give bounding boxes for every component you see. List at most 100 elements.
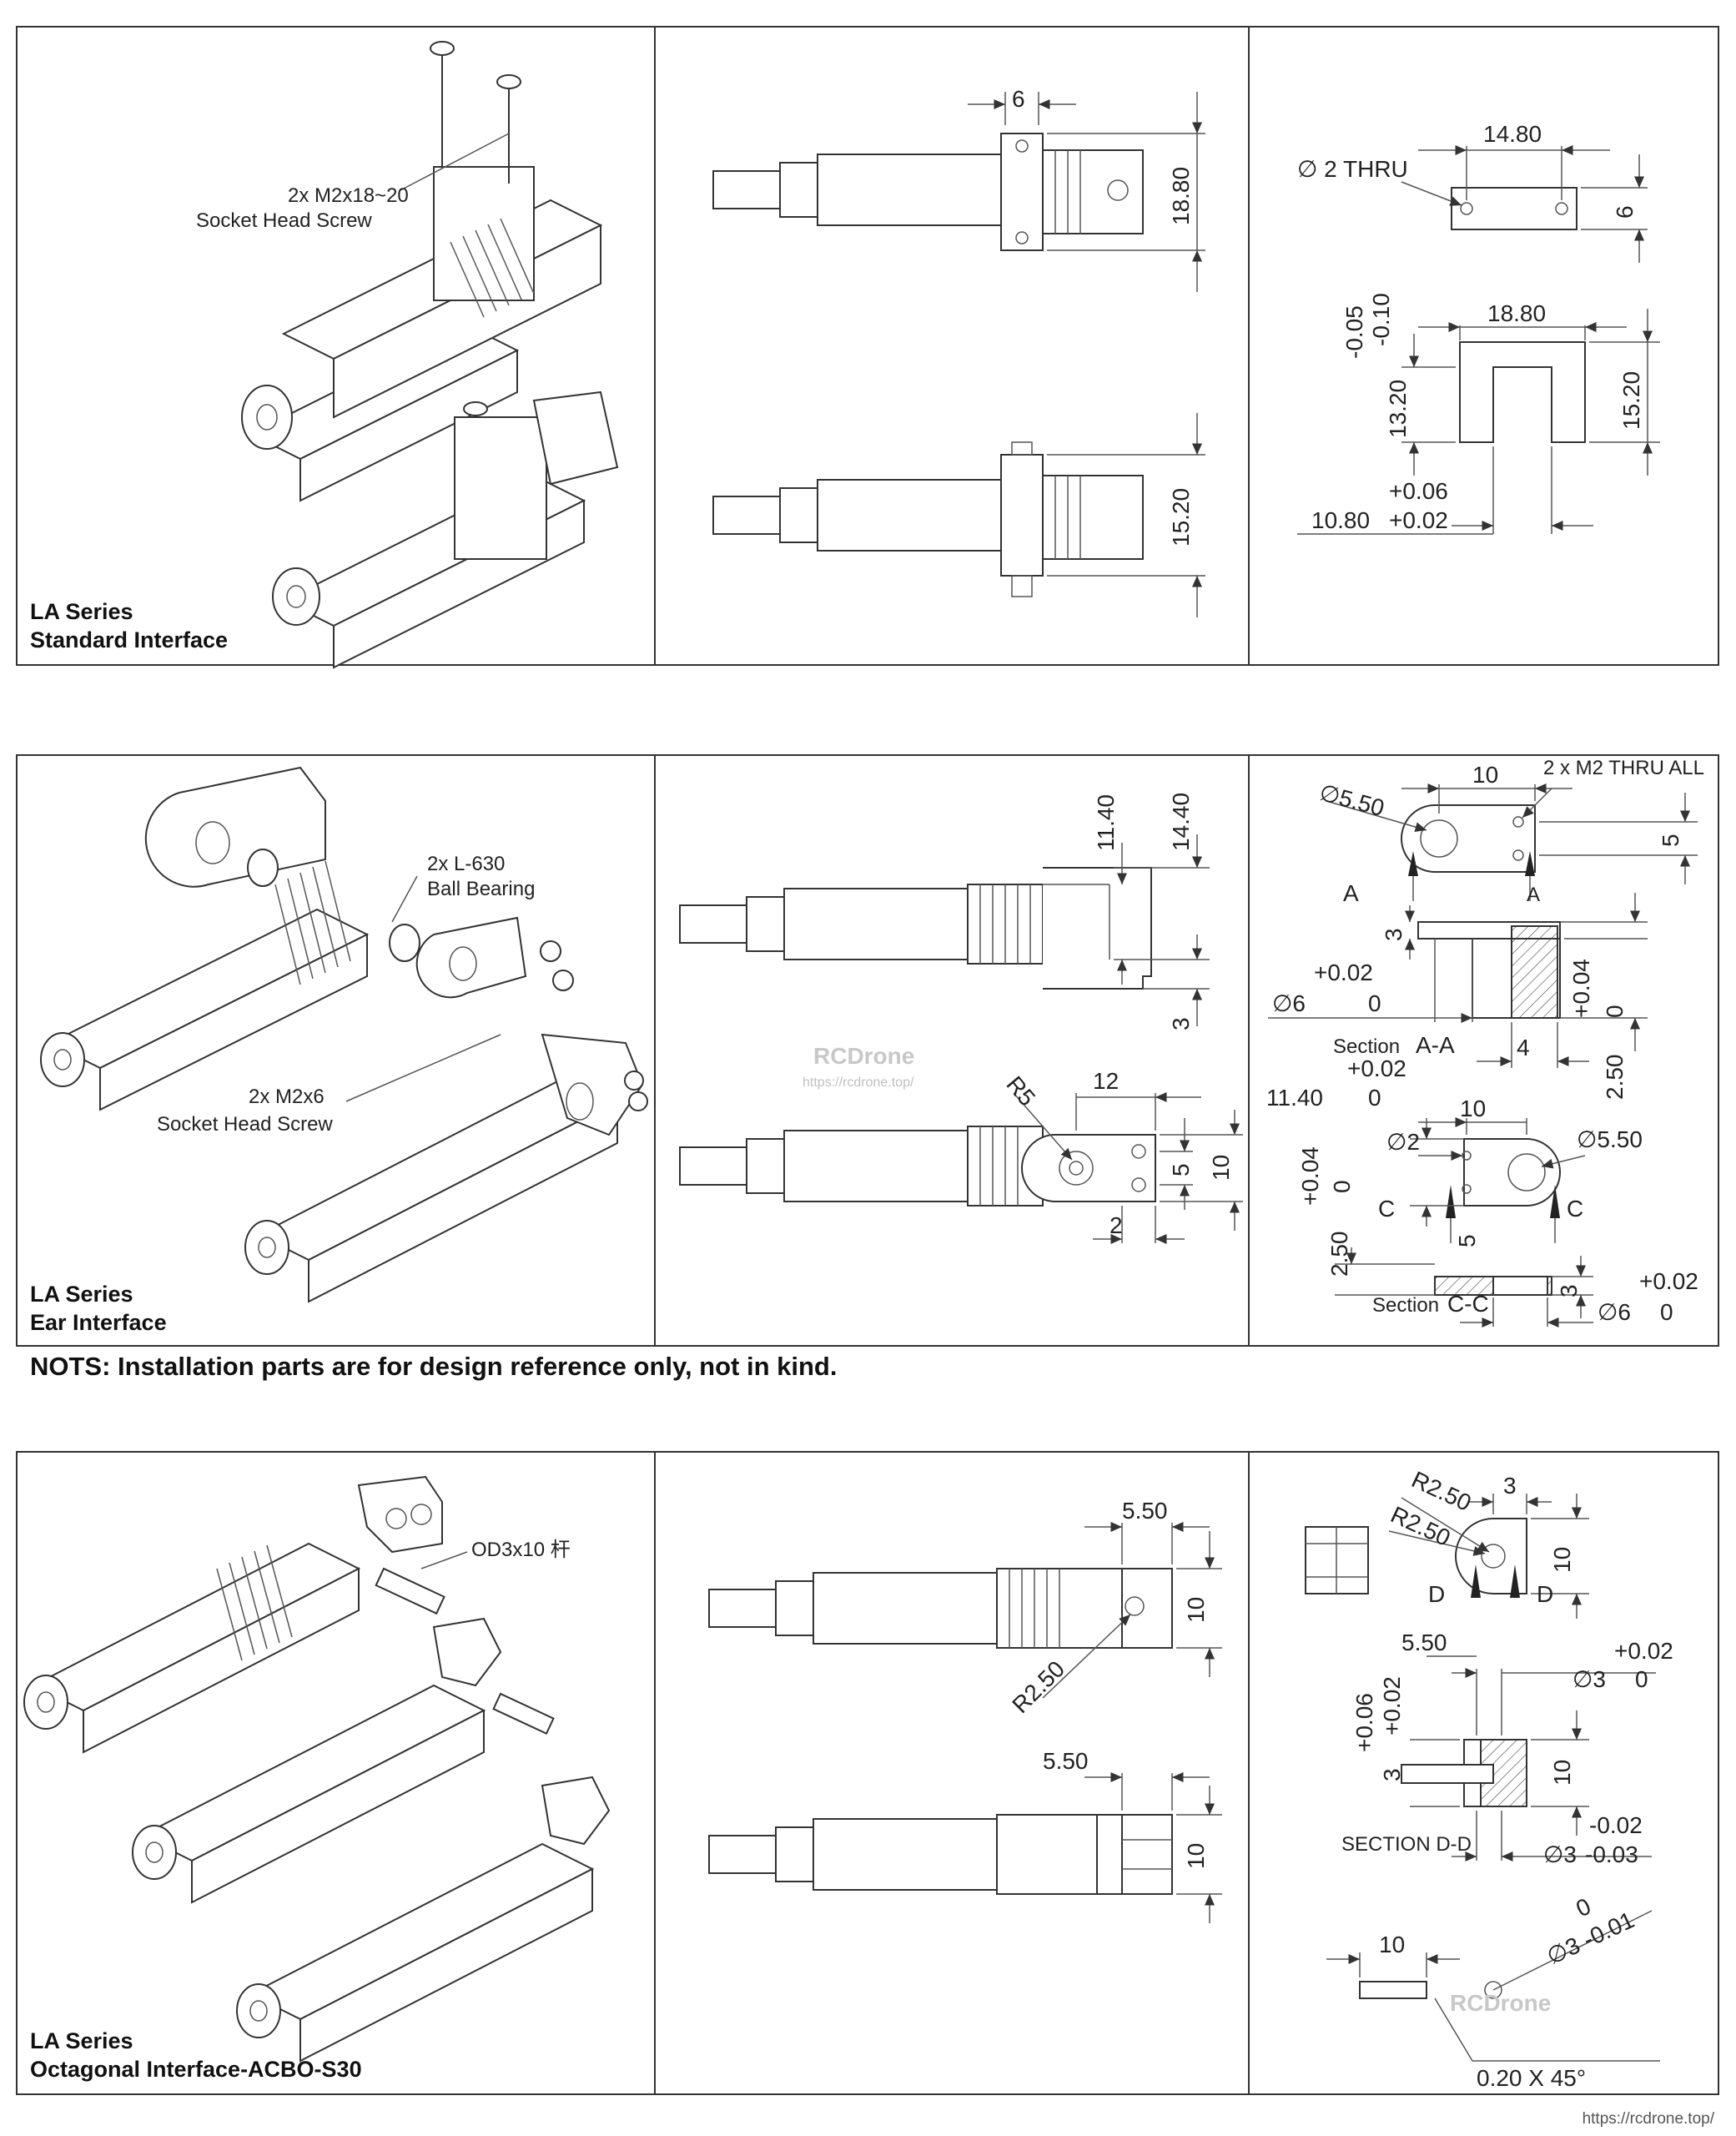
- screw-sub-label: Socket Head Screw: [157, 1113, 333, 1136]
- dim-5-50-detail: 5.50: [1401, 1630, 1447, 1655]
- screw-sub-label: Socket Head Screw: [196, 209, 372, 232]
- dim-18-80: 18.80: [1168, 167, 1194, 225]
- section-dd-label: SECTION D-D: [1341, 1833, 1472, 1856]
- dim-12: 12: [1093, 1068, 1119, 1094]
- tol-plus-0-04-cc: +0.04: [1297, 1146, 1323, 1206]
- dim-10-bottom: 10: [1183, 1843, 1209, 1869]
- dim-dia-2: ∅2: [1386, 1129, 1420, 1155]
- panel-title-line1: LA Series: [30, 1282, 133, 1307]
- panel-frame: [16, 754, 1719, 1347]
- tol-zero: 0: [1602, 1005, 1628, 1018]
- cooling-fins: [274, 860, 351, 985]
- dim-13-20: 13.20: [1385, 380, 1411, 438]
- section-aa-word: Section: [1333, 1035, 1400, 1058]
- section-label-d-right: D: [1537, 1581, 1553, 1607]
- leader-line: [420, 1551, 468, 1569]
- screw-head: [628, 1091, 648, 1111]
- panel-ear-interface: 2x L-630 Ball Bearing 2x M2x6 Socket Hea…: [16, 754, 1719, 1347]
- dim-phi3: ∅3: [1572, 1666, 1606, 1692]
- cooling-fins: [216, 1544, 293, 1661]
- detail-octagonal-bracket: [1305, 1494, 1660, 2062]
- dim-phi6: ∅6: [1272, 990, 1306, 1016]
- section-arrow: [1550, 1185, 1560, 1218]
- section-arrow: [1408, 851, 1418, 876]
- dim-15-20-detail: 15.20: [1618, 371, 1644, 430]
- panel-octagonal-interface: OD3x10 杆 LA Series Octagonal Interface-A…: [16, 1451, 1719, 2095]
- dim-11-40: 11.40: [1093, 794, 1119, 851]
- screw-head: [540, 940, 561, 962]
- dim-6: 6: [1012, 86, 1025, 112]
- tol-upper: -0.05: [1341, 305, 1367, 359]
- dim-pin-10: 10: [1379, 1932, 1405, 1957]
- tol-zero-cc: 0: [1329, 1180, 1355, 1193]
- dim-3-aa: 3: [1381, 928, 1406, 941]
- dim-2-50-cc: 2.50: [1326, 1232, 1352, 1277]
- iso-actuator-standard-assembled: [272, 390, 619, 669]
- dim-2: 2: [1110, 1212, 1123, 1238]
- ball-bearing: [389, 924, 420, 962]
- dim-phi3-zero: 0: [1635, 1666, 1648, 1692]
- watermark-url: https://rcdrone.top/: [803, 1076, 914, 1090]
- dim-phi3-b: ∅3: [1543, 1841, 1577, 1867]
- dim-5-cc: 5: [1454, 1234, 1480, 1247]
- detail-ear-bracket: [1268, 783, 1698, 1327]
- design-note: NOTS: Installation parts are for design …: [30, 1352, 837, 1381]
- section-label-d-left: D: [1428, 1581, 1445, 1607]
- dim-11-40-detail: 11.40: [1266, 1085, 1323, 1111]
- dim-5-top: 5: [1658, 834, 1683, 847]
- slot-tol-upper: +0.06: [1389, 478, 1448, 504]
- pin: [492, 1692, 555, 1736]
- tol-lower: -0.10: [1368, 293, 1394, 346]
- panel-frame: [16, 1451, 1719, 2095]
- section-arrow: [1510, 1564, 1520, 1598]
- section-cc-word: Section: [1372, 1294, 1439, 1317]
- footer-url: https://rcdrone.top/: [1583, 2110, 1715, 2128]
- dim-14-40: 14.40: [1168, 793, 1194, 851]
- section-label-c-left: C: [1378, 1196, 1395, 1222]
- dim-2-50: 2.50: [1602, 1055, 1628, 1101]
- screw-head: [624, 1071, 644, 1091]
- panel-title-line2: Ear Interface: [30, 1310, 167, 1335]
- pin: [375, 1567, 445, 1615]
- dim-r2-50: R2.50: [1007, 1655, 1069, 1718]
- section-arrow: [1446, 1185, 1456, 1218]
- tol-plus-0-02-b: +0.02: [1347, 1055, 1406, 1081]
- section-arrow: [1525, 851, 1535, 876]
- panel-title-line2: Octagonal Interface-ACBO-S30: [30, 2057, 362, 2082]
- leader-line: [400, 133, 510, 191]
- iso-actuator-octagonal-3: [236, 1776, 611, 2063]
- side-view-standard-bottom: [712, 413, 1205, 617]
- pin-tol-zero: 0: [1572, 1893, 1594, 1922]
- bearing-sub-label: Ball Bearing: [427, 878, 535, 900]
- section-aa-id: A-A: [1416, 1032, 1455, 1058]
- dim-phi6-zero: 0: [1368, 990, 1381, 1016]
- section-cc-id: C-C: [1447, 1291, 1489, 1317]
- screw-head: [496, 74, 521, 89]
- watermark: RCDrone: [813, 1043, 914, 1069]
- dim-r2-50-a: R2.50: [1407, 1466, 1475, 1516]
- dim-chamfer: 0.20 X 45°: [1477, 2065, 1586, 2091]
- side-view-octagonal-bottom: [708, 1772, 1222, 1923]
- panel-title-line1: LA Series: [30, 2028, 133, 2053]
- dim-4: 4: [1517, 1035, 1530, 1060]
- screw-head: [463, 401, 488, 416]
- side-view-ear-bottom: [679, 1092, 1243, 1244]
- tol-minus-0-03: -0.03: [1585, 1841, 1638, 1867]
- screw-label: 2x M2x18~20: [288, 184, 409, 207]
- leader-line: [391, 875, 418, 923]
- section-label-a-right: A: [1527, 884, 1540, 906]
- dim-10-80: 10.80: [1311, 507, 1370, 533]
- dim-dia-5-50-cc: ∅5.50: [1577, 1126, 1643, 1152]
- thru-all-label: 2 x M2 THRU ALL: [1543, 757, 1704, 779]
- dim-hole-thru: ∅ 2 THRU: [1297, 156, 1408, 182]
- tol-minus-0-02: -0.02: [1589, 1812, 1643, 1838]
- tol-plus-0-02: +0.02: [1614, 1638, 1673, 1664]
- dim-3-dd: 3: [1379, 1768, 1405, 1781]
- dim-5-50-bottom: 5.50: [1043, 1748, 1089, 1774]
- cooling-fins: [1009, 1569, 1060, 1648]
- watermark: RCDrone: [1450, 1990, 1551, 2016]
- dim-3-cc: 3: [1556, 1284, 1582, 1297]
- dim-10-top: 10: [1183, 1597, 1209, 1623]
- dim-14-80: 14.80: [1483, 121, 1542, 147]
